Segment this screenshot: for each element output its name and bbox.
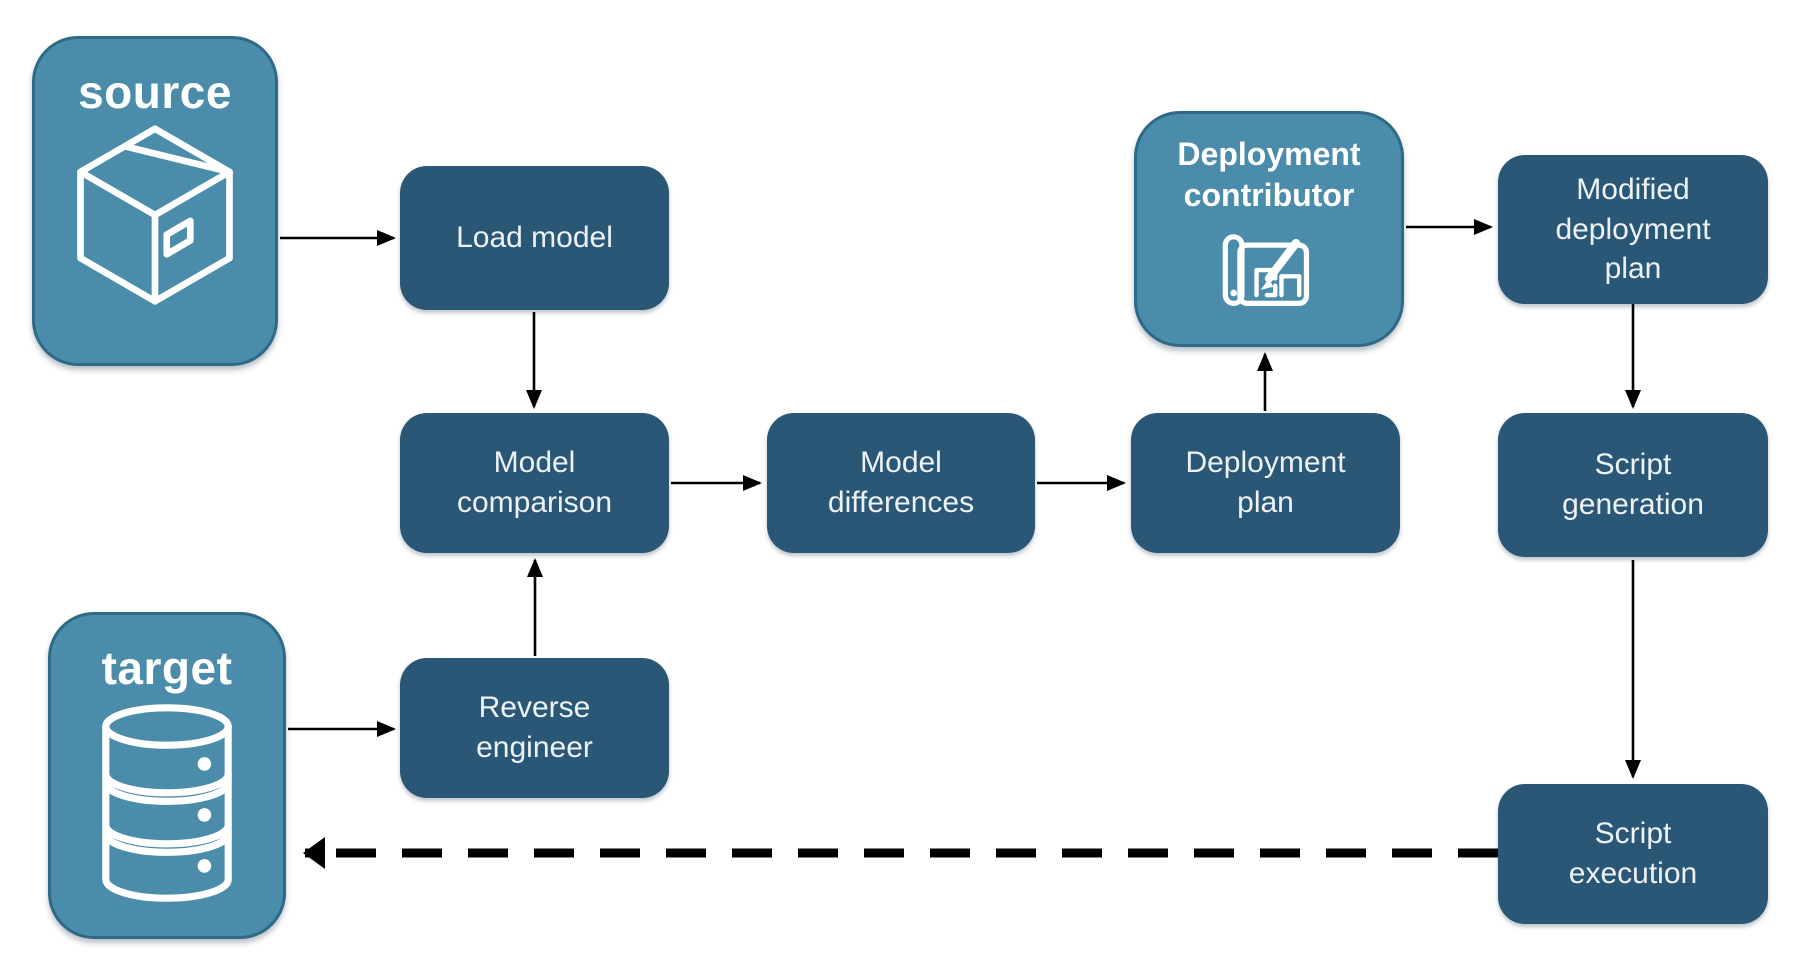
node-model-differences-label: Model differences [827, 446, 975, 519]
package-box-icon [57, 119, 253, 315]
node-load-model: Load model [400, 166, 669, 310]
node-modified-deployment-plan: Modified deployment plan [1498, 155, 1768, 304]
node-target: target [48, 612, 286, 939]
node-model-comparison: Model comparison [400, 413, 669, 553]
node-deployment-plan: Deployment plan [1131, 413, 1400, 553]
node-script-generation-label: Script generation [1562, 448, 1704, 521]
node-script-execution: Script execution [1498, 784, 1768, 924]
node-load-model-label: Load model [456, 221, 613, 255]
node-deployment-contributor-label: Deployment contributor [1177, 136, 1361, 213]
node-model-comparison-label: Model comparison [456, 446, 613, 519]
node-script-generation: Script generation [1498, 413, 1768, 557]
node-model-differences: Model differences [767, 413, 1035, 553]
node-reverse-engineer: Reverse engineer [400, 658, 669, 798]
node-reverse-engineer-label: Reverse engineer [476, 691, 593, 764]
node-target-label: target [101, 642, 233, 694]
node-deployment-contributor: Deployment contributor [1134, 111, 1404, 347]
node-source: source [32, 36, 278, 366]
node-script-execution-label: Script execution [1568, 817, 1698, 890]
database-icon [82, 701, 252, 905]
node-source-label: source [78, 66, 232, 118]
node-deployment-plan-label: Deployment plan [1185, 446, 1346, 519]
node-modified-deployment-plan-label: Modified deployment plan [1555, 173, 1711, 286]
blueprint-pencil-icon [1217, 220, 1321, 316]
